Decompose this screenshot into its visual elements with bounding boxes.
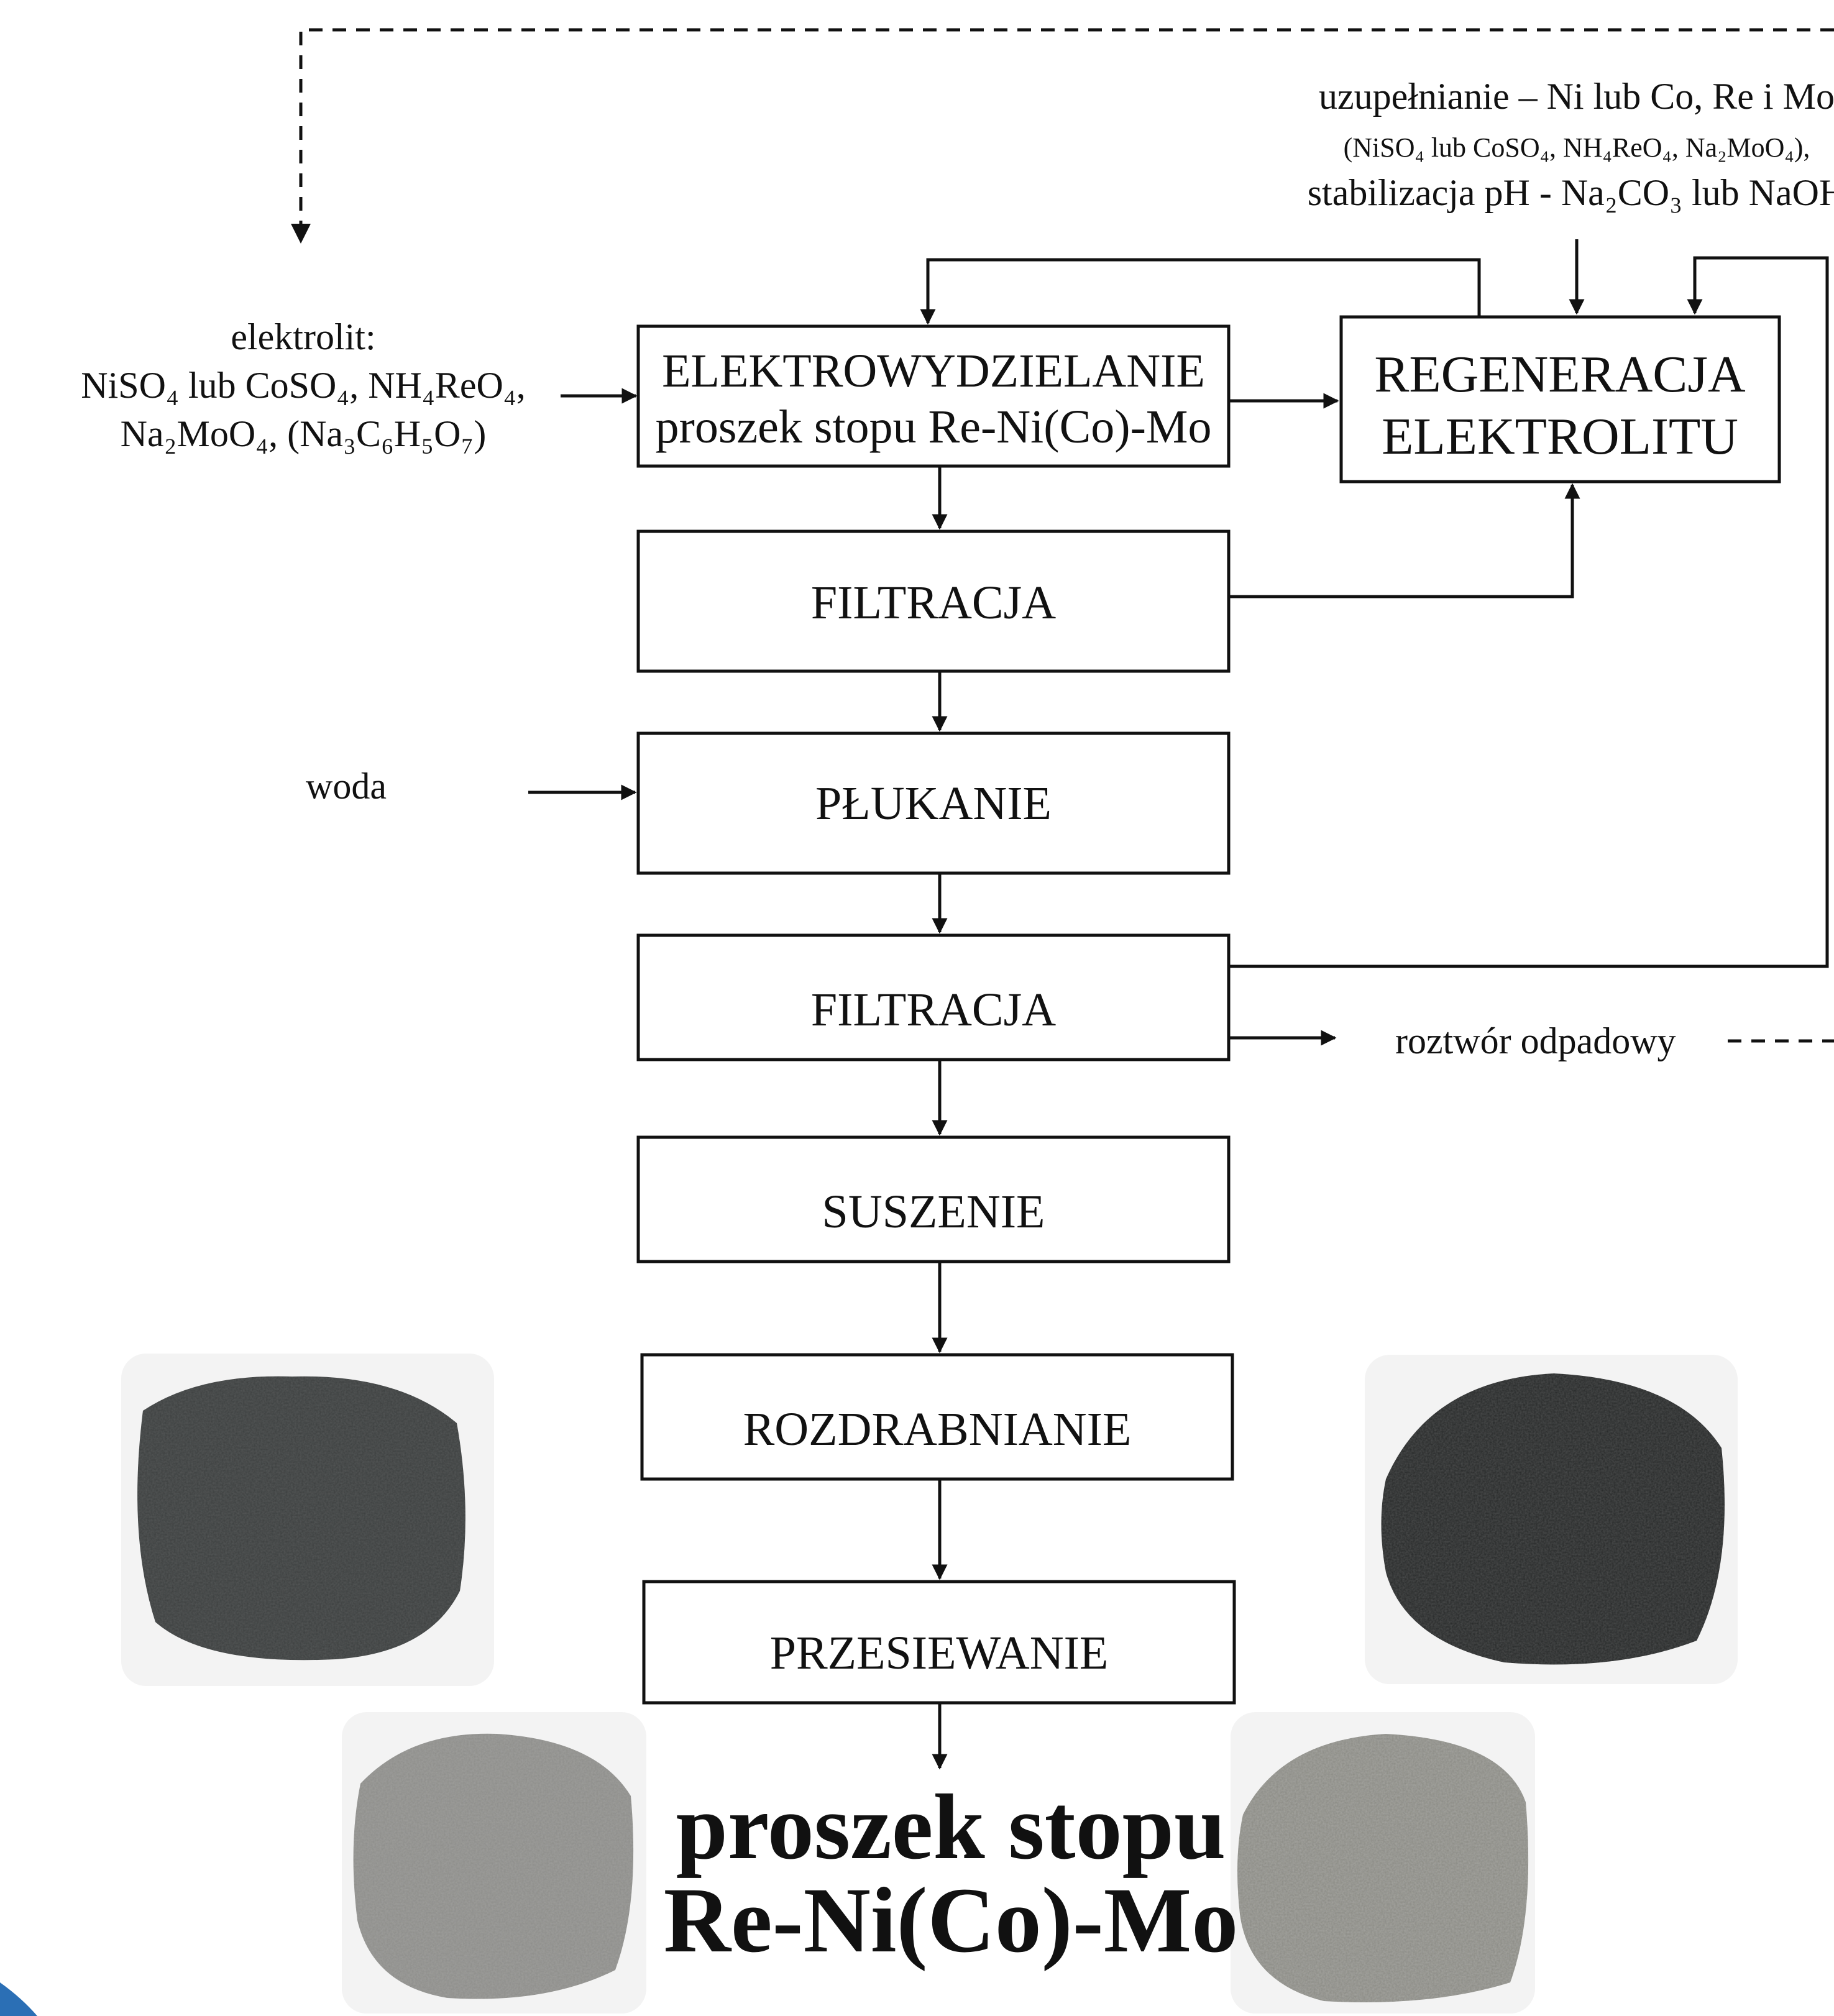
electrowinning-sublabel: proszek stopu Re-Ni(Co)-Mo: [656, 401, 1212, 453]
filtration-2-label: FILTRACJA: [811, 984, 1056, 1036]
supplement-line-1: uzupełnianie – Ni lub Co, Re i Mo: [1319, 76, 1834, 117]
electrolyte-line-3: Na₂MoO₄, (Na₃C₆H₅O₇): [121, 413, 487, 454]
filtrate-to-regeneration-arrow: [1229, 485, 1572, 597]
corner-decoration: [0, 1982, 37, 2016]
supplement-line-3: stabilizacja pH - Na₂CO₃ lub NaOH: [1308, 172, 1834, 213]
dark-fine-powder-photo: [121, 1354, 494, 1686]
filtration-1-label: FILTRACJA: [811, 577, 1056, 629]
sieving-label: PRZESIEWANIE: [770, 1627, 1109, 1679]
drying-label: SUSZENIE: [822, 1186, 1045, 1238]
recycle-arrowhead: [291, 224, 311, 244]
grey-granular-powder-photo: [1231, 1712, 1535, 2014]
electrolyte-line-2: NiSO₄ lub CoSO₄, NH₄ReO₄,: [81, 365, 525, 406]
waste-solution-label: roztwór odpadowy: [1395, 1020, 1676, 1061]
electrowinning-label: ELEKTROWYDZIELANIE: [662, 345, 1205, 397]
product-label-1: proszek stopu: [676, 1775, 1226, 1879]
product-label-2: Re-Ni(Co)-Mo: [664, 1869, 1239, 1972]
regeneration-label-1: REGENERACJA: [1374, 346, 1746, 403]
water-label: woda: [306, 766, 387, 807]
grinding-label: ROZDRABNIANIE: [743, 1403, 1132, 1455]
electrolyte-line-1: elektrolit:: [231, 316, 375, 357]
regenerated-electrolyte-return-arrow: [928, 260, 1479, 323]
supplement-line-2: (NiSO₄ lub CoSO₄, NH₄ReO₄, Na₂MoO₄),: [1344, 132, 1810, 163]
regeneration-label-2: ELEKTROLITU: [1382, 408, 1738, 465]
dark-coarse-powder-photo: [1365, 1355, 1738, 1684]
rinsing-label: PŁUKANIE: [815, 777, 1052, 830]
grey-fine-powder-photo: [342, 1712, 646, 2014]
